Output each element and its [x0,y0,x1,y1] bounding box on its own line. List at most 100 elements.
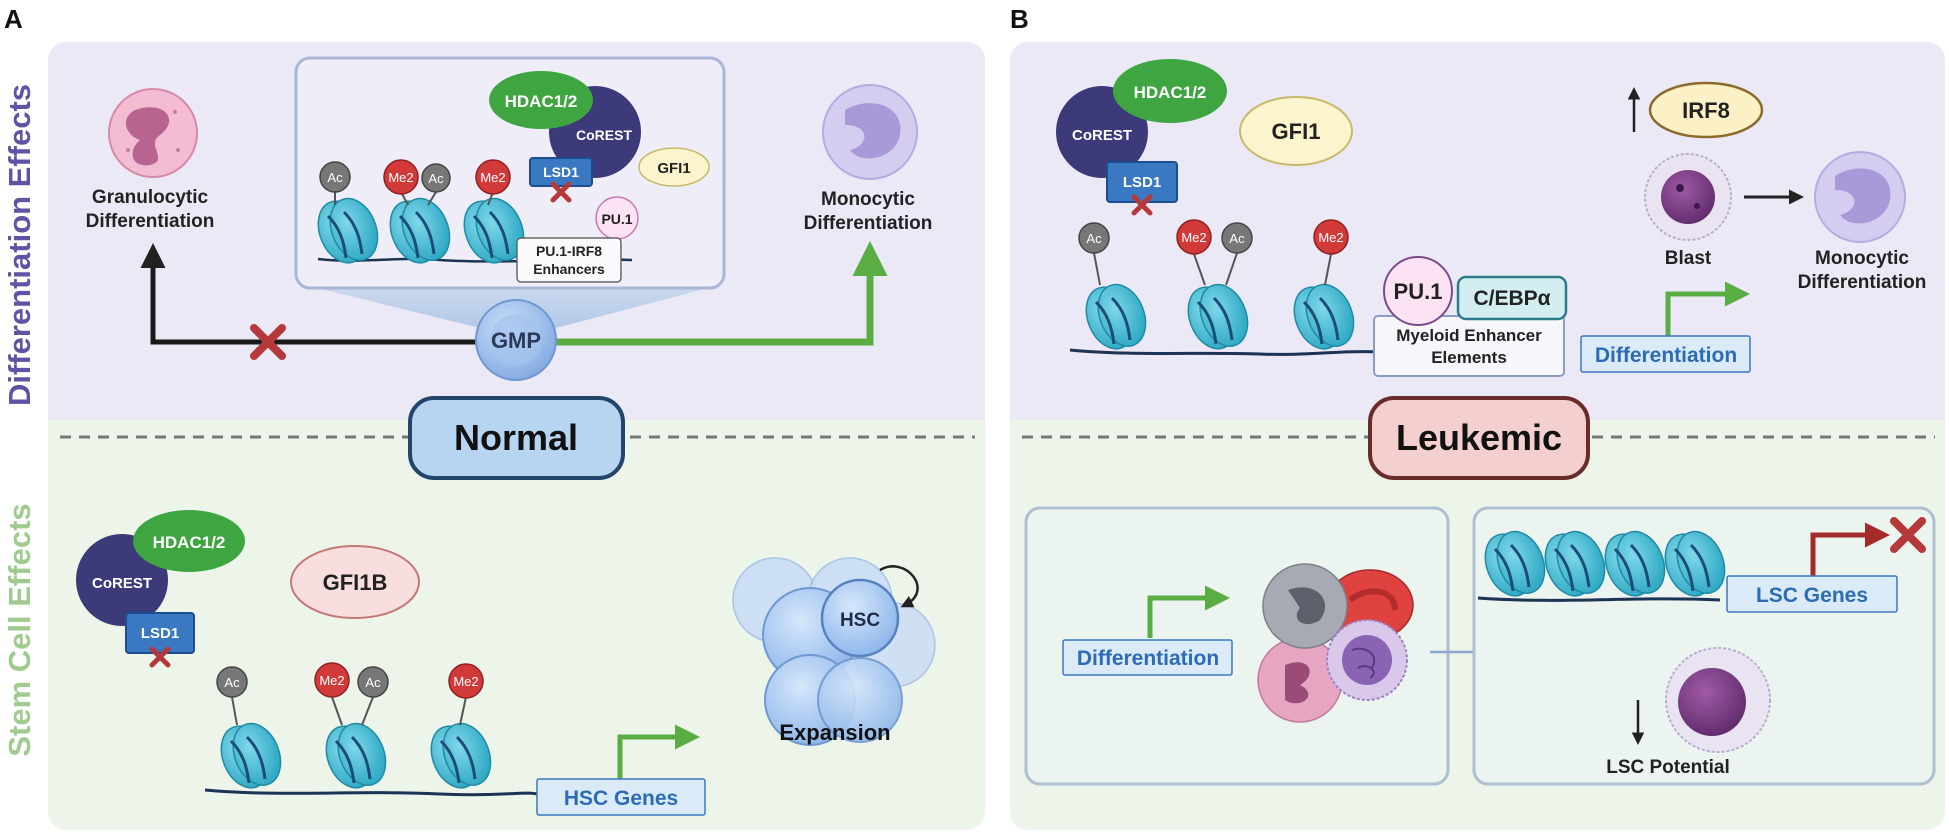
b-monocytic-label-line2: Differentiation [1798,272,1927,293]
svg-text:IRF8: IRF8 [1682,98,1730,123]
expansion-label: Expansion [779,720,890,745]
b-hdac [1113,59,1227,123]
gmp-label: GMP [491,328,541,353]
svg-text:Differentiation: Differentiation [1077,647,1219,670]
bottom-a-me2-mark-1 [314,662,350,698]
b-pu1 [1383,256,1453,326]
leukemic-state-label: Leukemic [1396,417,1562,458]
svg-text:Me2: Me2 [453,674,478,689]
b-bottom-dna [1477,596,1721,602]
inset-me2-mark-2 [475,159,511,195]
svg-text:HDAC1/2: HDAC1/2 [153,533,226,552]
svg-text:Ac: Ac [327,170,343,185]
cebpa-factor [1456,275,1568,321]
bottom-a-ac-mark-2 [357,666,389,698]
inset-lsd1 [529,157,593,187]
hsc-cluster-icon [732,557,936,746]
svg-text:Myeloid Enhancer: Myeloid Enhancer [1396,326,1542,345]
svg-text:PU.1-IRF8: PU.1-IRF8 [536,243,602,259]
blast-label: Blast [1665,248,1712,269]
svg-text:Ac: Ac [1229,231,1245,246]
b-monocyte-cell-icon [1814,151,1906,243]
svg-text:Ac: Ac [428,171,444,186]
b-bottom-left-box [1024,506,1450,786]
hsc-genes-box [536,778,706,816]
svg-text:CoREST: CoREST [1072,127,1132,144]
inset-hdac [489,71,593,129]
b-top-dna [1069,348,1381,356]
svg-text:GFI1B: GFI1B [323,570,388,595]
b-ac-mark-1 [1078,222,1110,254]
bottom-a-me2-mark-2 [448,663,484,699]
inset-gfi1 [638,147,710,187]
svg-text:Elements: Elements [1431,348,1507,367]
monocytic-label-line1: Monocytic [821,189,915,210]
inset-ac-mark-2 [421,163,451,193]
svg-text:CoREST: CoREST [92,575,152,592]
hsc-label: HSC [840,610,880,631]
bottom-a-dna [204,788,541,797]
lsc-genes-arrow [1810,522,1890,576]
bottom-a-hdac [133,510,245,572]
side-label-stem-cell-effects: Stem Cell Effects [2,503,37,756]
lsc-cell-icon [1665,647,1771,753]
panel-a: A Differentiation Effects Stem Cell Effe… [2,4,985,830]
mature-cells-cluster-icon [1257,563,1414,723]
svg-text:LSD1: LSD1 [543,164,579,180]
svg-text:Differentiation: Differentiation [1595,344,1737,367]
svg-text:LSD1: LSD1 [141,625,179,642]
b-bottom-differentiation-arrow [1147,585,1230,638]
lsc-genes-box [1726,575,1898,613]
b-bottom-differentiation-box [1062,639,1233,676]
granulocytic-blocked-arrow [140,243,478,345]
irf8-factor [1648,81,1764,139]
inset-me2-mark-1 [383,159,419,195]
b-top-differentiation-box [1580,335,1751,373]
bottom-a-ac-mark-1 [216,666,248,698]
monocytic-arrow [555,241,888,346]
svg-text:Me2: Me2 [388,170,413,185]
granulocytic-label-line1: Granulocytic [92,187,209,208]
gmp-cell [475,299,557,381]
svg-text:Me2: Me2 [1318,230,1343,245]
inset-enhancer-box [516,237,622,283]
granulocyte-cell-icon [108,88,198,178]
b-ac-mark-2 [1221,222,1253,254]
svg-text:Me2: Me2 [1181,230,1206,245]
svg-text:CoREST: CoREST [576,127,632,143]
b-monocytic-label-line1: Monocytic [1815,248,1909,269]
panel-a-bottom-bg [48,420,985,830]
lsc-potential-label: LSC Potential [1606,757,1730,778]
svg-text:Enhancers: Enhancers [533,261,605,277]
svg-text:C/EBPα: C/EBPα [1473,287,1550,310]
normal-state-label: Normal [454,417,578,458]
granulocytic-label-line2: Differentiation [86,211,215,232]
b-me2-mark-2 [1313,219,1349,255]
panel-a-letter: A [4,4,23,34]
svg-text:LSC Genes: LSC Genes [1756,584,1868,607]
svg-text:HDAC1/2: HDAC1/2 [1134,83,1207,102]
svg-text:GFI1: GFI1 [657,160,690,177]
svg-text:Ac: Ac [224,675,240,690]
svg-text:Ac: Ac [365,675,381,690]
svg-text:LSD1: LSD1 [1123,174,1161,191]
inset-ac-mark-1 [319,161,351,193]
svg-text:Me2: Me2 [319,673,344,688]
leukemic-state-badge [1368,396,1590,480]
side-label-differentiation-effects: Differentiation Effects [2,84,37,406]
svg-text:PU.1: PU.1 [601,211,632,227]
gfi1b-factor [290,545,420,619]
svg-text:PU.1: PU.1 [1394,279,1443,304]
b-me2-mark-1 [1176,219,1212,255]
svg-text:Me2: Me2 [480,170,505,185]
svg-text:GFI1: GFI1 [1272,119,1321,144]
svg-text:HDAC1/2: HDAC1/2 [505,92,578,111]
panel-b: B CoREST HDAC1/2 LSD1 GFI1 Ac Me2 Ac Me2… [1010,4,1945,830]
monocyte-cell-icon [822,84,918,180]
b-top-differentiation-arrow [1665,281,1750,336]
hsc-genes-arrow [617,724,700,779]
blast-cell-icon [1644,153,1732,241]
b-gfi1 [1239,96,1353,166]
